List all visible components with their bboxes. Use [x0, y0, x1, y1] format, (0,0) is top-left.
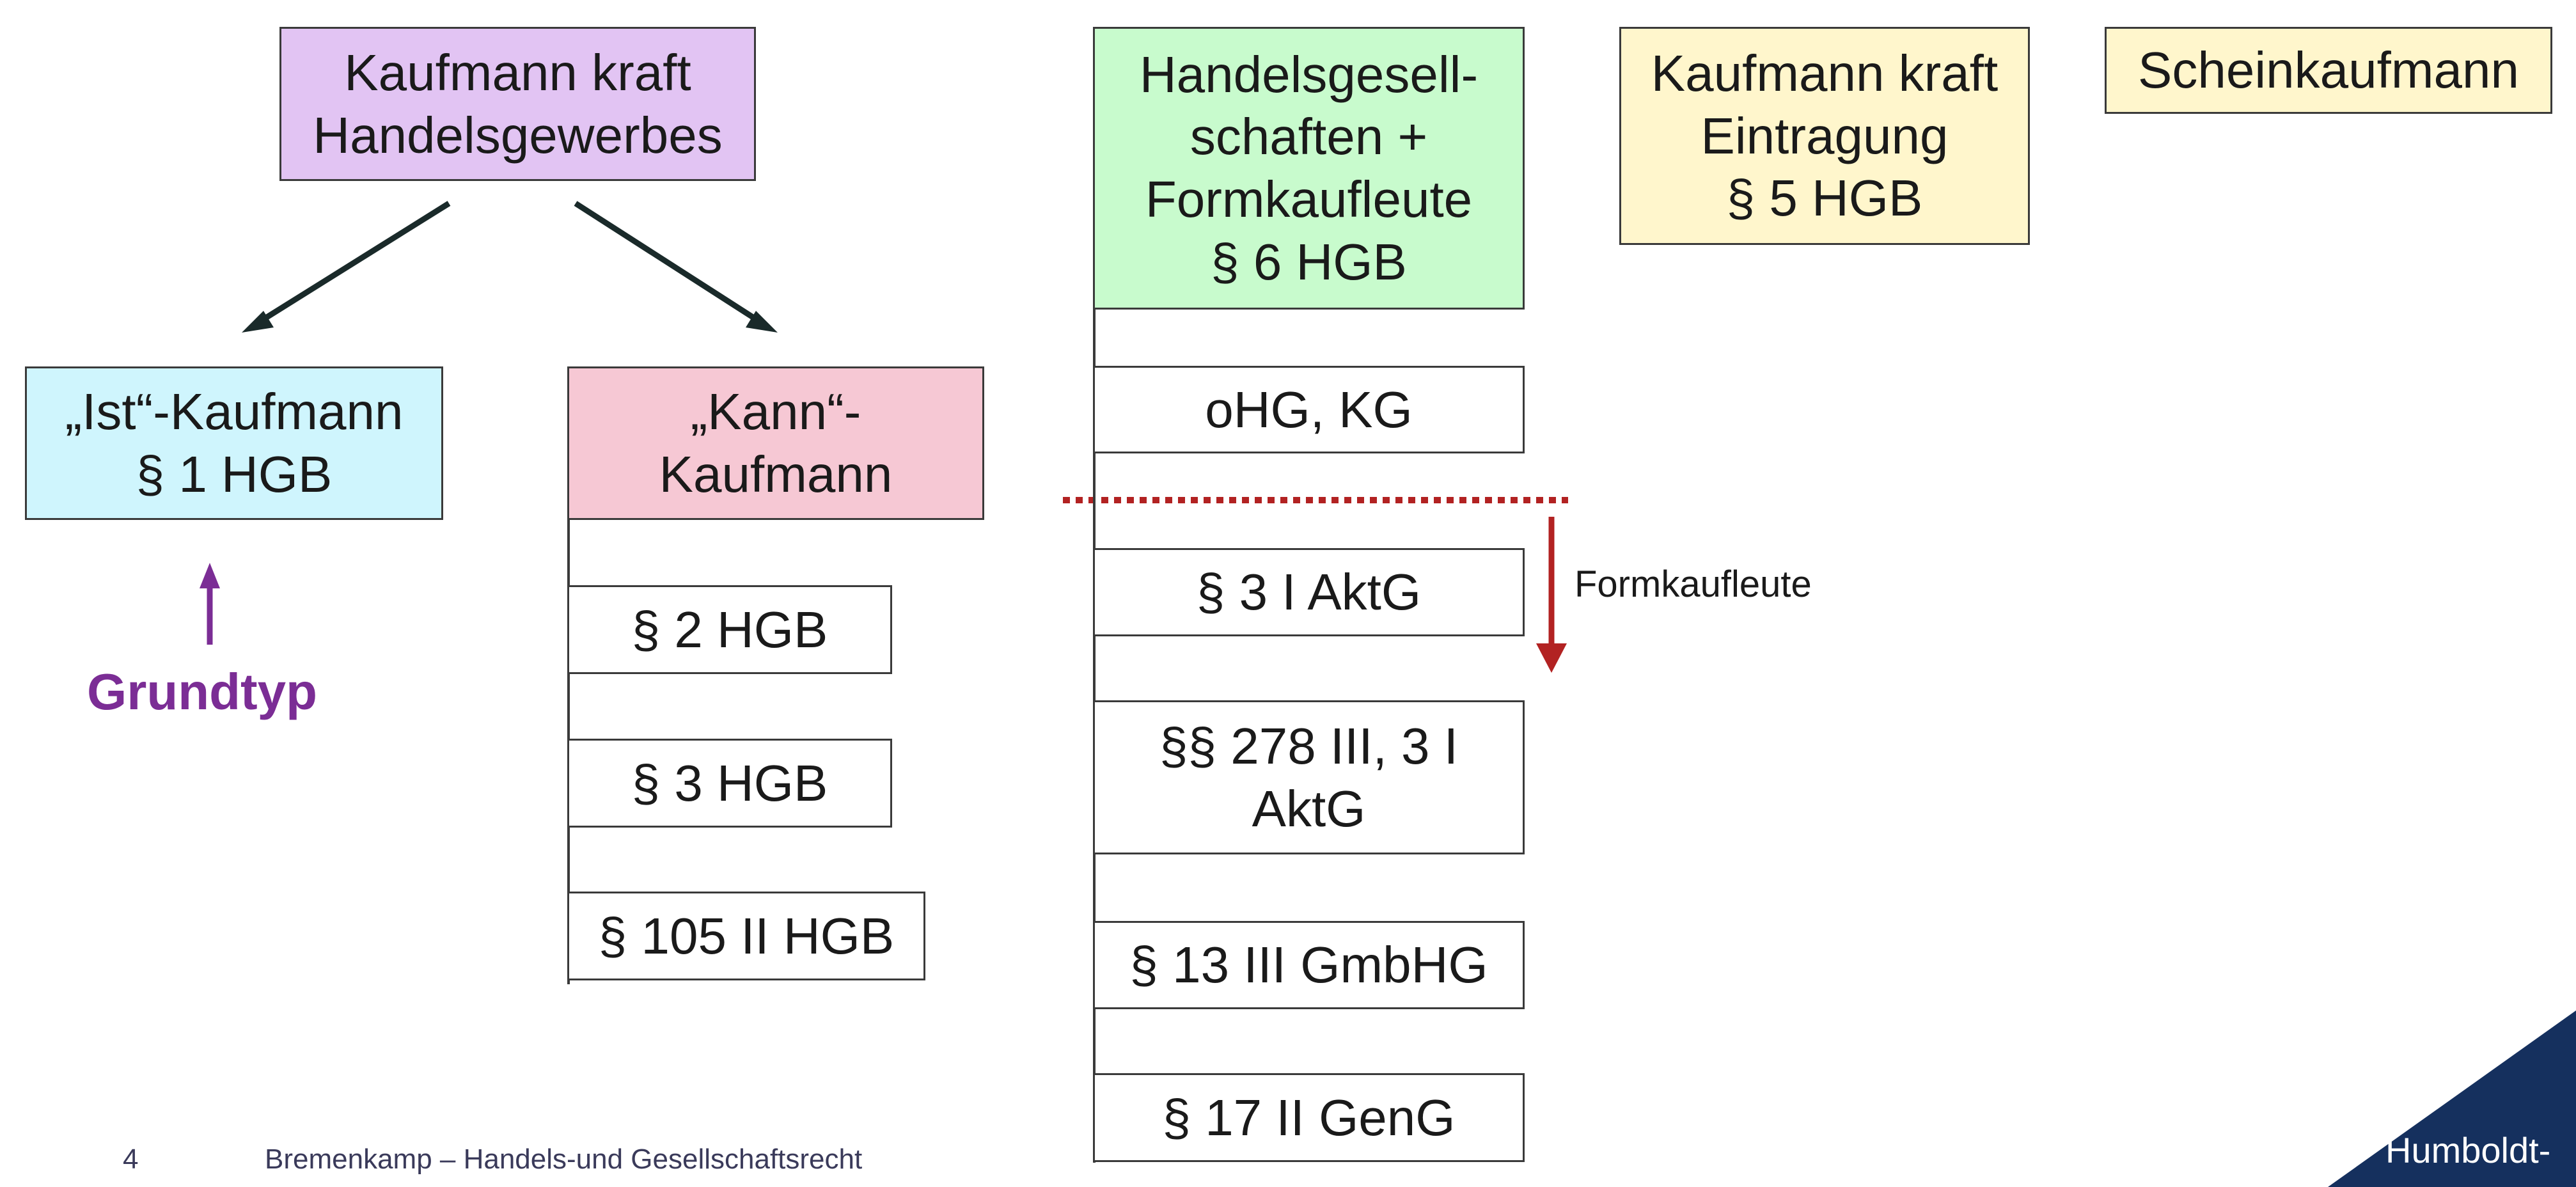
- middle-item-3-aktg: § 3 I AktG: [1093, 548, 1525, 636]
- middle-item-278-aktg: §§ 278 III, 3 I AktG: [1093, 700, 1525, 854]
- middle-item-13-gmbhg: § 13 III GmbHG: [1093, 921, 1525, 1009]
- kann-line-1: „Kann“-: [690, 383, 861, 441]
- footer-author-course: Bremenkamp – Handels-und Gesellschaftsre…: [265, 1144, 863, 1175]
- green-line-2: schaften +: [1190, 108, 1428, 166]
- arrow-to-ist: [253, 201, 451, 327]
- kann-item-105-hgb: § 105 II HGB: [567, 892, 925, 980]
- brand-corner-shape: [2328, 1010, 2576, 1187]
- green-line-1: Handelsgesell-: [1139, 45, 1479, 103]
- ist-line-2: § 1 HGB: [136, 446, 333, 503]
- kann-item-2-hgb: § 2 HGB: [567, 585, 892, 674]
- middle-item-ohg-kg: oHG, KG: [1093, 366, 1525, 453]
- kaufmann-kraft-handelsgewerbes-box: Kaufmann kraft Handelsgewerbes: [279, 27, 756, 181]
- kann-line-2: Kaufmann: [659, 446, 893, 503]
- grundtyp-arrowhead: [200, 563, 220, 588]
- kann-item-3-hgb: § 3 HGB: [567, 739, 892, 828]
- ist-kaufmann-box: „Ist“-Kaufmann § 1 HGB: [25, 366, 443, 520]
- brand-text: Humboldt-: [2385, 1130, 2551, 1170]
- root-line-1: Kaufmann kraft: [344, 43, 691, 101]
- kann-kaufmann-box: „Kann“- Kaufmann: [567, 366, 984, 520]
- formkaufleute-arrowhead: [1536, 643, 1567, 673]
- page-number: 4: [123, 1144, 139, 1175]
- arrowhead-kann: [746, 311, 778, 333]
- green-line-4: § 6 HGB: [1211, 233, 1407, 290]
- ist-line-1: „Ist“-Kaufmann: [65, 383, 404, 441]
- green-line-3: Formkaufleute: [1145, 171, 1473, 228]
- arrowhead-ist: [242, 311, 274, 333]
- eintragung-line-1: Kaufmann kraft: [1651, 45, 1999, 102]
- handelsgesellschaften-formkaufleute-box: Handelsgesell- schaften + Formkaufleute …: [1093, 27, 1525, 310]
- eintragung-line-2: Eintragung: [1700, 107, 1949, 164]
- scheinkaufmann-box: Scheinkaufmann: [2105, 27, 2552, 114]
- item278-line-2: AktG: [1252, 780, 1366, 837]
- kaufmann-kraft-eintragung-box: Kaufmann kraft Eintragung § 5 HGB: [1619, 27, 2030, 245]
- formkaufleute-label: Formkaufleute: [1575, 563, 1812, 605]
- middle-item-17-geng: § 17 II GenG: [1093, 1073, 1525, 1162]
- item278-line-1: §§ 278 III, 3 I: [1159, 717, 1458, 774]
- grundtyp-label: Grundtyp: [87, 663, 317, 720]
- root-line-2: Handelsgewerbes: [313, 106, 723, 164]
- eintragung-line-3: § 5 HGB: [1726, 169, 1923, 227]
- arrow-to-kann: [574, 201, 767, 327]
